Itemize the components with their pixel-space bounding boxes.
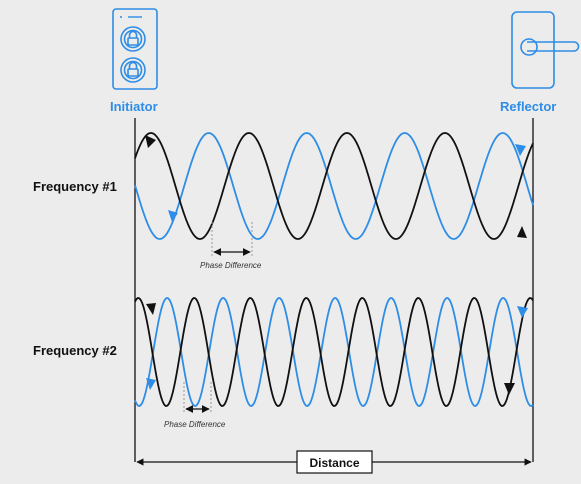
- frequency-1-black-wave: [134, 132, 534, 240]
- door-handle-icon: [511, 11, 580, 89]
- smart-lock-keypad-icon: [112, 8, 158, 90]
- phase-difference-label-2: Phase Difference: [164, 420, 226, 429]
- frequency-2-label: Frequency #2: [33, 343, 117, 358]
- frequency-1-phase-difference: [211, 222, 253, 256]
- frequency-2-phase-difference: [183, 382, 212, 414]
- frequency-2-blue-wave: [134, 297, 534, 407]
- distance-arrow: [136, 450, 532, 474]
- frequency-1-label: Frequency #1: [33, 179, 117, 194]
- reflector-label: Reflector: [500, 99, 556, 114]
- distance-label: Distance: [309, 456, 359, 470]
- frequency-1-direction-arrows: [145, 135, 527, 238]
- phase-difference-label-1: Phase Difference: [200, 261, 262, 270]
- frequency-2-black-wave: [134, 297, 534, 407]
- frequency-2-direction-arrows: [146, 303, 528, 395]
- frequency-1-blue-wave: [134, 132, 534, 240]
- initiator-label: Initiator: [110, 99, 158, 114]
